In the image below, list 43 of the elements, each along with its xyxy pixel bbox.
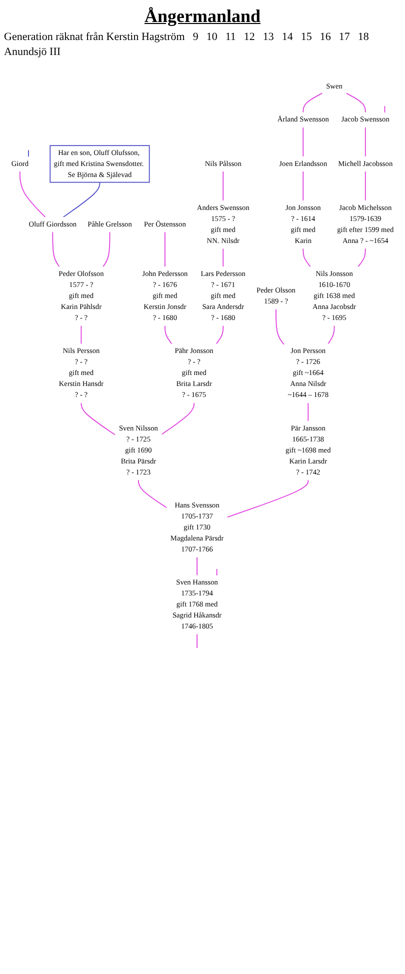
connector xyxy=(19,170,46,218)
connector xyxy=(161,402,195,435)
connector xyxy=(276,308,285,345)
connector xyxy=(62,182,100,218)
generation-number: 12 xyxy=(244,31,255,43)
connector xyxy=(364,170,366,202)
connector xyxy=(80,325,82,344)
connector xyxy=(216,325,224,344)
connector xyxy=(138,479,168,508)
connector-line xyxy=(28,150,29,158)
connector xyxy=(102,231,110,268)
connector xyxy=(302,126,304,158)
connector xyxy=(222,170,224,202)
connector xyxy=(52,231,60,268)
generation-number: 13 xyxy=(262,31,274,43)
connector-line xyxy=(384,106,386,113)
generation-number: 16 xyxy=(320,31,331,43)
connector xyxy=(164,231,166,268)
connector xyxy=(302,248,312,268)
connector-line xyxy=(216,568,218,576)
connector xyxy=(80,402,116,436)
connector xyxy=(364,126,366,158)
connector xyxy=(226,479,309,518)
connector-line xyxy=(196,634,198,648)
generation-number: 14 xyxy=(282,31,293,43)
axis-title: Generation räknat från Kerstin Hagström xyxy=(4,31,185,43)
connector xyxy=(302,92,323,113)
generation-number: 17 xyxy=(338,31,350,43)
connector xyxy=(222,248,224,268)
generation-number: 10 xyxy=(206,31,218,43)
connector xyxy=(358,248,366,268)
connector xyxy=(196,556,198,576)
connector xyxy=(308,402,309,422)
connector xyxy=(328,325,335,344)
generation-number: 9 xyxy=(192,31,198,43)
generation-number: 11 xyxy=(225,31,236,43)
connector xyxy=(346,92,366,113)
connector xyxy=(164,325,172,344)
generation-number: 18 xyxy=(358,31,369,43)
connector xyxy=(302,170,304,202)
generation-number: 15 xyxy=(300,31,312,43)
title: Ångermanland xyxy=(143,6,262,27)
place-label: Anundsjö III xyxy=(4,46,61,58)
